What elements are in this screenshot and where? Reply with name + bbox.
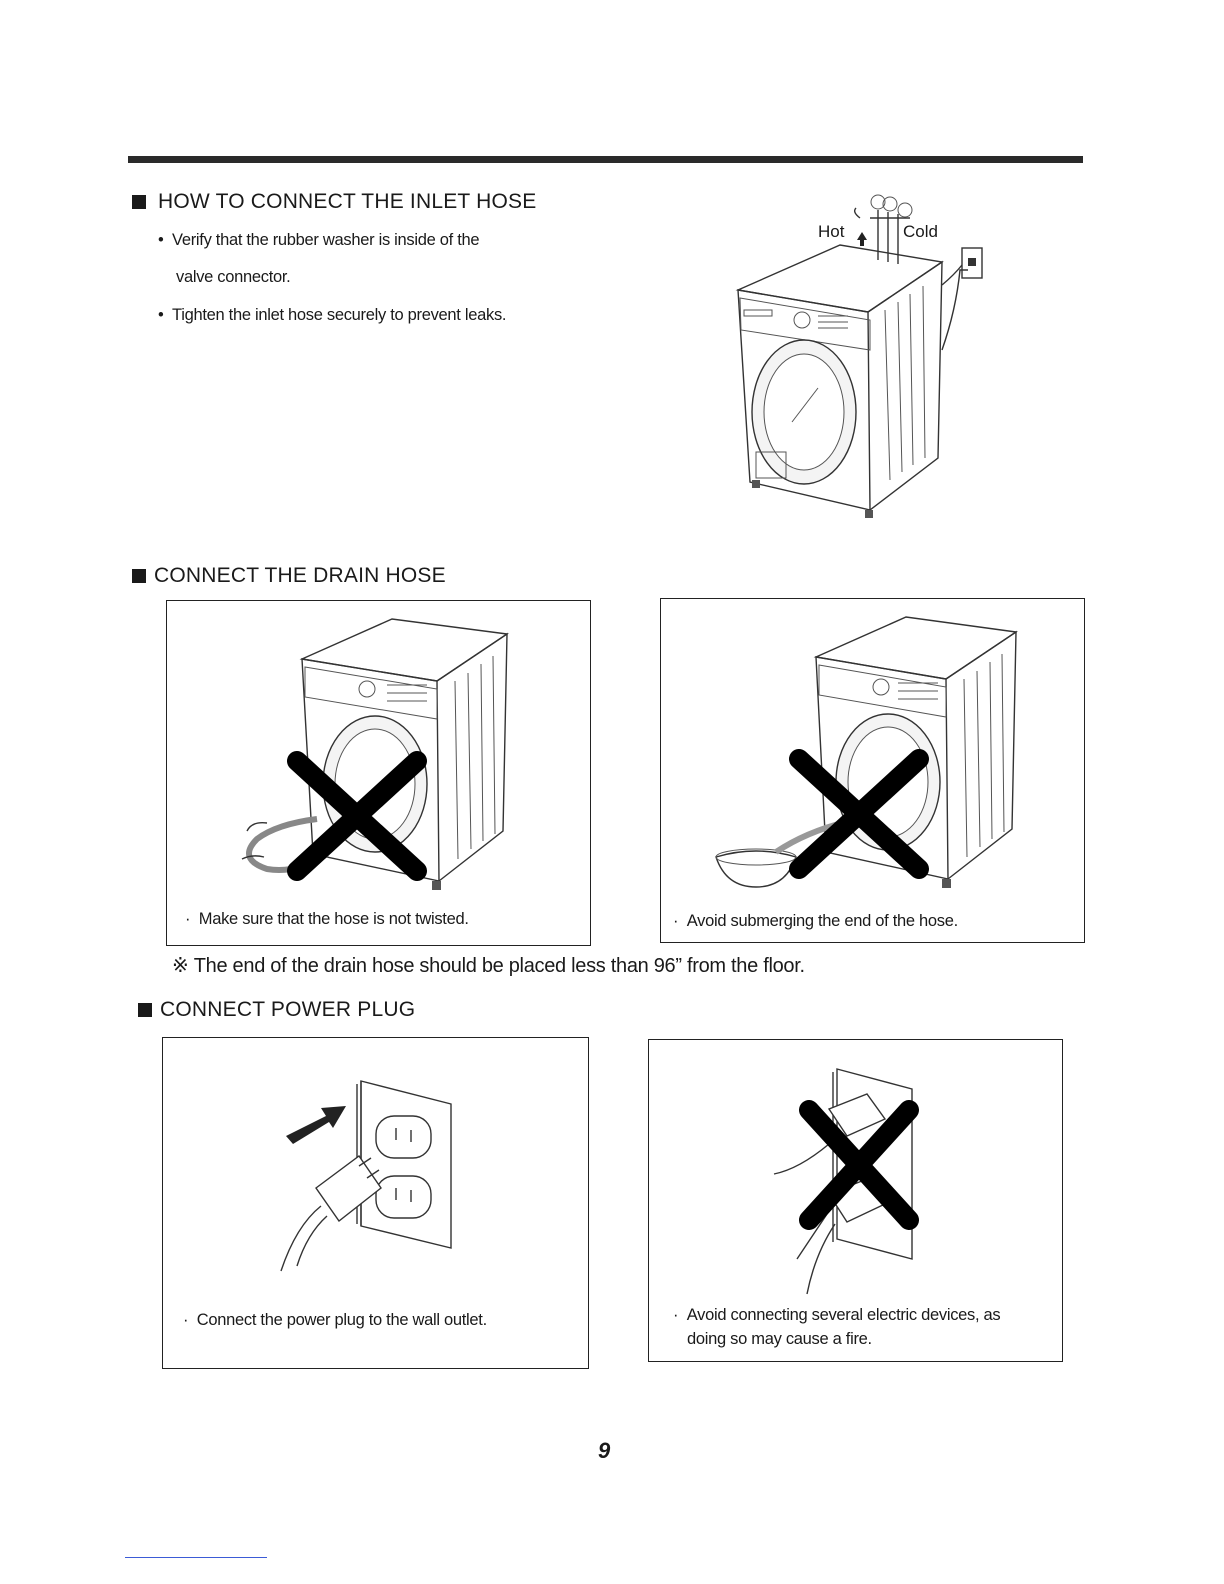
caption-dot-icon: · (185, 910, 199, 928)
arrow-icon (857, 232, 867, 246)
x-mark-icon (287, 751, 427, 881)
drain-left-panel: · Make sure that the hose is not twisted… (166, 600, 591, 946)
bullet-dot-icon: • (158, 231, 173, 249)
drain-note: ※ The end of the drain hose should be pl… (172, 955, 805, 977)
drain-right-caption: · Avoid submerging the end of the hose. (673, 912, 958, 930)
power-left-caption: · Connect the power plug to the wall out… (183, 1311, 487, 1329)
bullet-dot-icon: • (158, 306, 173, 324)
inlet-bullet-1-cont: valve connector. (176, 268, 291, 286)
x-mark-icon (789, 749, 929, 879)
drain-heading-text: CONNECT THE DRAIN HOSE (154, 564, 446, 587)
inlet-bullet-1: • Verify that the rubber washer is insid… (158, 231, 480, 249)
faucet-icon (853, 194, 913, 254)
black-square-icon (138, 1003, 152, 1017)
plug-into-outlet-illustration (280, 1080, 452, 1272)
power-right-caption: · Avoid connecting several electric devi… (673, 1306, 1001, 1348)
x-mark-icon (799, 1100, 919, 1230)
arrow-icon (286, 1106, 346, 1144)
top-rule (128, 156, 1083, 163)
reference-mark-icon: ※ (172, 955, 189, 977)
black-square-icon (132, 569, 146, 583)
power-left-panel: · Connect the power plug to the wall out… (162, 1037, 589, 1369)
drain-heading: CONNECT THE DRAIN HOSE (132, 564, 446, 588)
caption-dot-icon: · (673, 1306, 687, 1324)
page-number: 9 (598, 1438, 611, 1463)
drain-right-panel: · Avoid submerging the end of the hose. (660, 598, 1085, 943)
footer-line (125, 1557, 267, 1558)
caption-dot-icon: · (183, 1311, 197, 1329)
inlet-bullet-2: • Tighten the inlet hose securely to pre… (158, 306, 507, 324)
inlet-washer-illustration (735, 194, 983, 518)
caption-dot-icon: · (673, 912, 687, 930)
power-right-panel: · Avoid connecting several electric devi… (648, 1039, 1063, 1362)
inlet-heading-text: HOW TO CONNECT THE INLET HOSE (158, 190, 537, 213)
hot-label: Hot (818, 222, 845, 241)
black-square-icon (132, 195, 146, 209)
drain-left-caption: · Make sure that the hose is not twisted… (185, 910, 469, 928)
power-heading: CONNECT POWER PLUG (138, 998, 415, 1022)
power-heading-text: CONNECT POWER PLUG (160, 998, 416, 1021)
inlet-heading: HOW TO CONNECT THE INLET HOSE (132, 190, 536, 214)
cold-label: Cold (903, 222, 938, 241)
